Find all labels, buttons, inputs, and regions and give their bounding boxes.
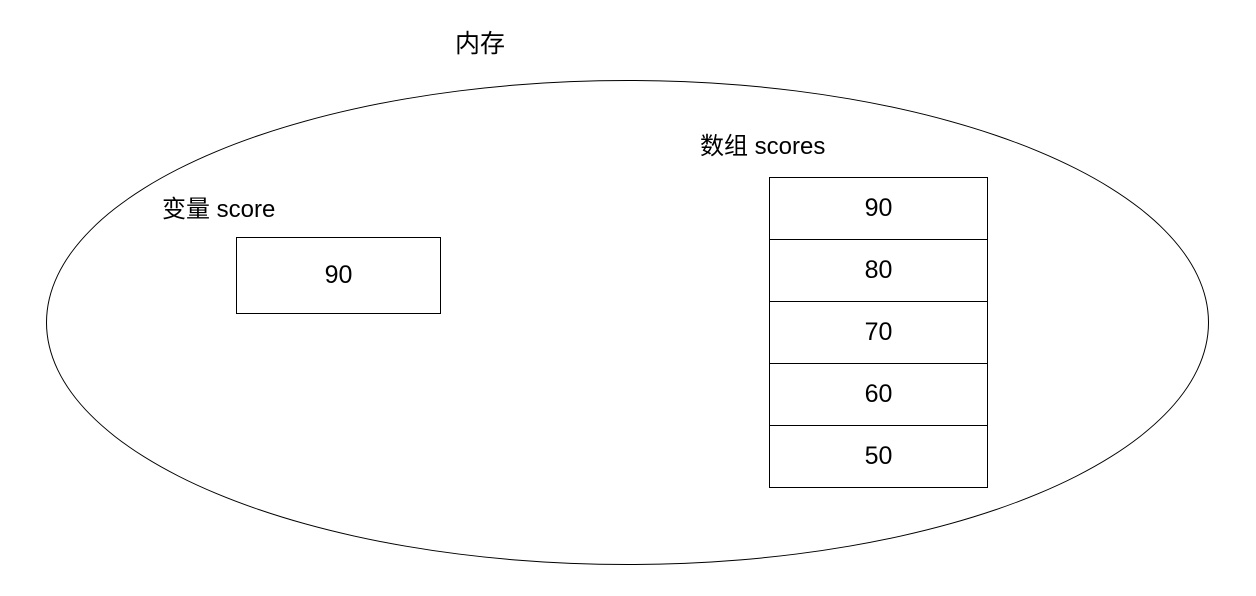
- variable-score-box: 90: [236, 237, 441, 314]
- variable-score-value: 90: [324, 261, 353, 289]
- array-cell: 50: [770, 426, 987, 487]
- array-cell: 60: [770, 364, 987, 426]
- array-scores-box: 90 80 70 60 50: [769, 177, 988, 488]
- variable-score-label: 变量 score: [162, 196, 276, 223]
- array-cell-value: 80: [864, 256, 893, 284]
- memory-title: 内存: [455, 30, 506, 58]
- array-cell: 90: [770, 178, 987, 240]
- array-cell-value: 60: [864, 380, 893, 408]
- memory-ellipse: [46, 80, 1209, 565]
- array-cell-value: 70: [864, 318, 893, 346]
- array-scores-label: 数组 scores: [700, 133, 826, 160]
- array-cell-value: 50: [864, 442, 893, 470]
- array-cell: 80: [770, 240, 987, 302]
- array-cell-value: 90: [864, 194, 893, 222]
- array-cell: 70: [770, 302, 987, 364]
